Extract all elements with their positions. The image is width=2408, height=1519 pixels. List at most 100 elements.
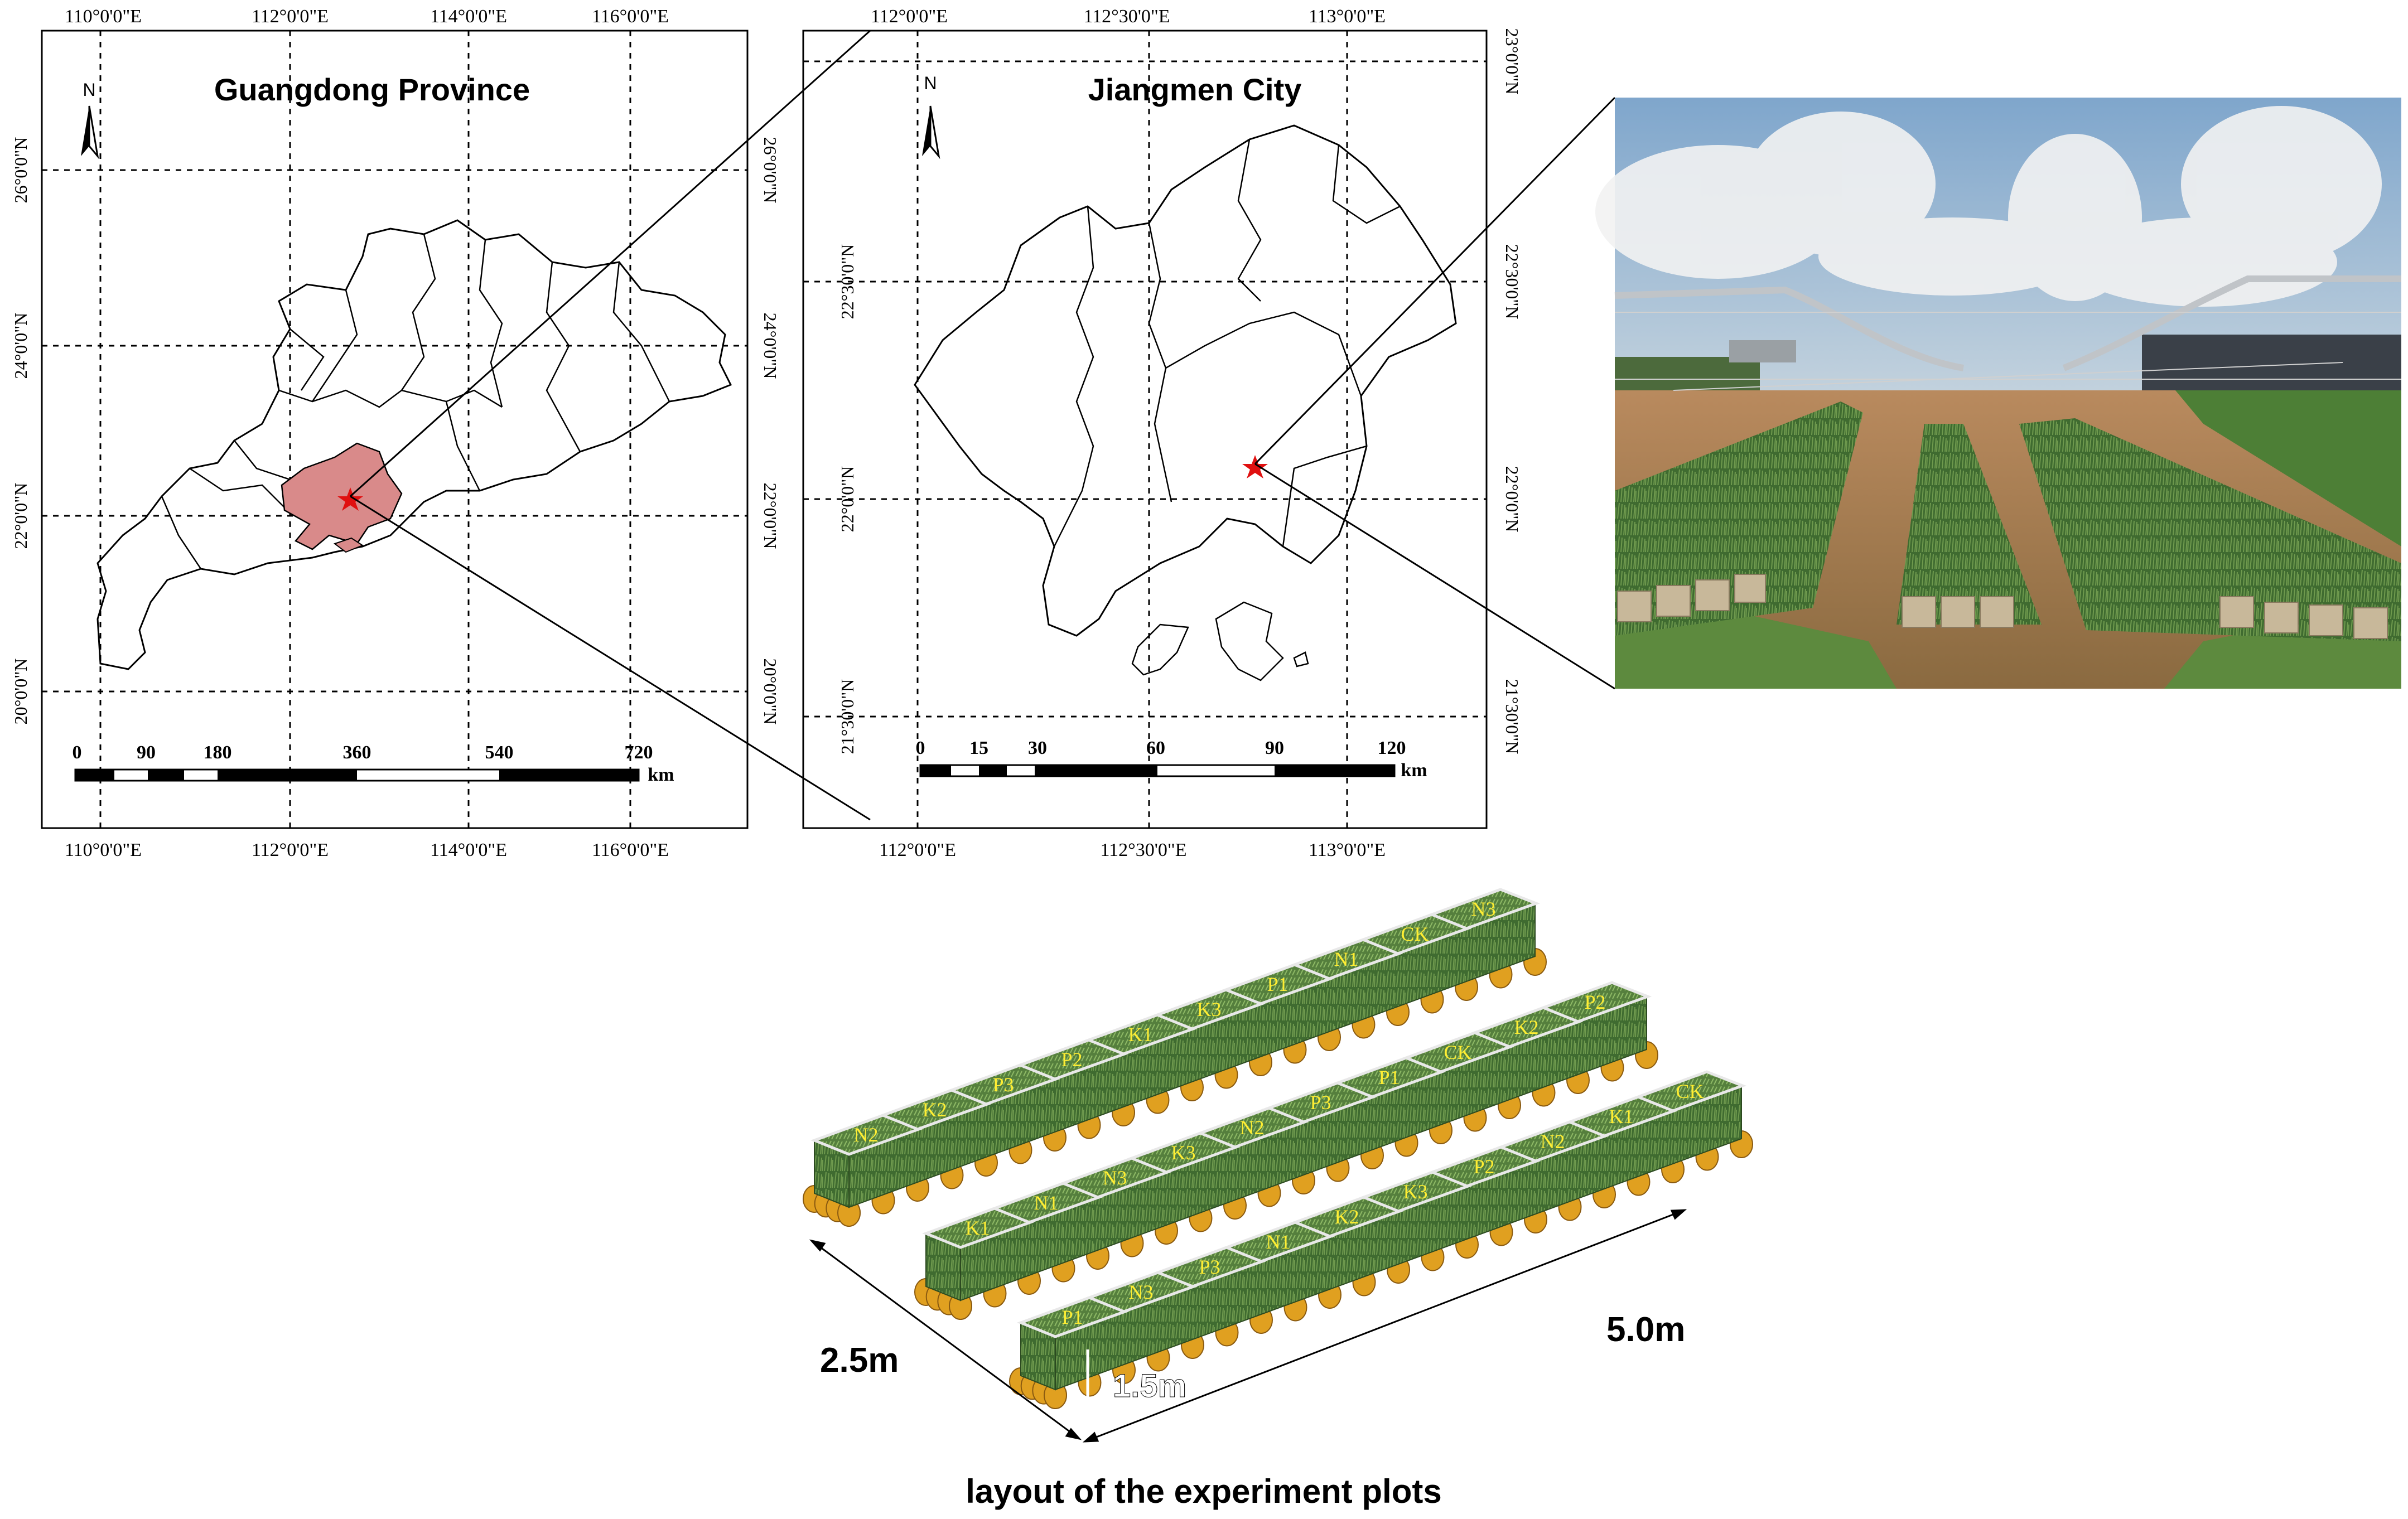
plot-label: K2 [1335, 1206, 1359, 1228]
plot-label: N2 [1541, 1130, 1565, 1153]
gd-right-label: 24°0'0"N [760, 313, 780, 379]
plot-label: P3 [1310, 1091, 1331, 1114]
jm-scale-tick: 60 [1146, 738, 1165, 758]
jm-right-label: 23°0'0"N [1502, 28, 1522, 95]
gd-right-label: 22°0'0"N [760, 483, 780, 549]
gd-left-label: 20°0'0"N [11, 659, 31, 725]
jm-scale-tick: 90 [1265, 738, 1284, 758]
plot-label: N2 [854, 1124, 879, 1146]
north-arrow-icon: N [922, 73, 940, 159]
plot-label: N1 [1334, 948, 1359, 970]
jm-top-label: 113°0'0"E [1309, 6, 1386, 27]
plot-label: P1 [1267, 973, 1288, 995]
jiangmen-islands [1131, 601, 1309, 681]
plot-label: N1 [1266, 1231, 1291, 1253]
plot-label: K3 [1171, 1141, 1196, 1164]
jm-right-label: 22°30'0"N [1502, 244, 1522, 320]
plot-label: N3 [1471, 898, 1496, 920]
plot-label: P3 [992, 1073, 1014, 1096]
plot-label: N1 [1034, 1192, 1059, 1214]
plot-label: P1 [1378, 1066, 1400, 1089]
gd-bottom-label: 116°0'0"E [592, 840, 669, 860]
jiangmen-map-frame [802, 30, 1488, 829]
jiangmen-outline [914, 124, 1457, 637]
plot-label: N2 [1240, 1116, 1265, 1139]
jm-bottom-label: 112°0'0"E [879, 840, 956, 860]
zoom-connector-lines [349, 30, 1616, 821]
study-site-star [337, 487, 363, 511]
jm-top-label: 112°0'0"E [871, 6, 948, 27]
jm-top-label: 112°30'0"E [1083, 6, 1170, 27]
gd-top-label: 112°0'0"E [252, 6, 329, 27]
jiangmen-scale-bar: 0 15 30 60 90 120 km [916, 738, 1427, 781]
north-label: N [83, 80, 95, 100]
jm-left-label: 22°0'0"N [837, 466, 857, 533]
north-label: N [924, 73, 937, 93]
gd-left-label: 22°0'0"N [11, 483, 31, 549]
jm-scale-tick: 15 [969, 738, 988, 758]
guangdong-graticule [42, 31, 747, 828]
jiangmen-title: Jiangmen City [1088, 72, 1302, 107]
gd-left-label: 26°0'0"N [11, 137, 31, 204]
plot-label: K3 [1197, 998, 1222, 1020]
jm-scale-tick: 30 [1028, 738, 1047, 758]
jm-bottom-label: 113°0'0"E [1309, 840, 1386, 860]
plot-label: N3 [1129, 1281, 1154, 1303]
layout-caption: layout of the experiment plots [966, 1473, 1441, 1510]
plot-cell [1428, 888, 1541, 930]
plot-cell [1540, 981, 1652, 1023]
guangdong-city-borders [161, 234, 670, 569]
gd-scale-unit: km [648, 765, 674, 785]
plot-label: K1 [1128, 1023, 1153, 1046]
gd-bottom-label: 112°0'0"E [252, 840, 329, 860]
gd-top-label: 110°0'0"E [65, 6, 142, 27]
jiangmen-graticule [803, 31, 1487, 828]
plot-label: N3 [1103, 1167, 1127, 1189]
plot-label: P2 [1584, 991, 1605, 1013]
experiment-plot-layout: N2K2P3P2K1K3P1N1CKN3K1N1N3K3N2P3P1CKK2P2… [803, 888, 1753, 1409]
jm-left-label: 21°30'0"N [837, 679, 857, 754]
plot-cell [1634, 1070, 1747, 1112]
plot-label: P3 [1199, 1256, 1220, 1278]
guangdong-title: Guangdong Province [214, 72, 530, 107]
north-arrow-icon: N [81, 80, 99, 159]
jiangmen-county-borders [1053, 139, 1401, 547]
gd-top-label: 114°0'0"E [430, 6, 507, 27]
dimension-length-label: 5.0m [1606, 1310, 1685, 1349]
guangdong-map-frame [41, 30, 749, 829]
dimension-lines [809, 1209, 1687, 1443]
gd-bottom-label: 110°0'0"E [65, 840, 142, 860]
gd-scale-tick: 180 [204, 742, 232, 763]
dimension-height-label: 1.5m [1113, 1368, 1186, 1404]
jm-scale-tick: 0 [916, 738, 925, 758]
nursery-photo-icon [1595, 98, 2401, 689]
jm-right-label: 22°0'0"N [1502, 466, 1522, 533]
plot-label: P2 [1473, 1155, 1494, 1178]
plot-label: CK [1401, 923, 1429, 945]
guangdong-scale-bar: 0 90 180 360 540 720 km [73, 742, 674, 785]
plot-label: K1 [1609, 1105, 1634, 1128]
guangdong-map: N Guangdong Province 110°0'0"E 112°0'0"E… [11, 6, 780, 860]
gd-scale-tick: 540 [485, 742, 514, 763]
jm-right-label: 21°30'0"N [1502, 679, 1522, 754]
gd-scale-tick: 720 [625, 742, 653, 763]
plot-label: P1 [1061, 1306, 1083, 1328]
dimension-width-label: 2.5m [820, 1341, 899, 1380]
plot-label: K1 [966, 1217, 990, 1239]
guangdong-outline [96, 219, 732, 670]
jm-bottom-label: 112°30'0"E [1100, 840, 1186, 860]
gd-scale-tick: 90 [137, 742, 156, 763]
plot-label: CK [1444, 1041, 1471, 1063]
gd-bottom-label: 114°0'0"E [430, 840, 507, 860]
jm-left-label: 22°30'0"N [837, 244, 857, 320]
plot-label: CK [1676, 1080, 1704, 1102]
gd-top-label: 116°0'0"E [592, 6, 669, 27]
gd-left-label: 24°0'0"N [11, 313, 31, 379]
plot-label: K2 [1514, 1016, 1539, 1038]
jm-scale-tick: 120 [1378, 738, 1406, 758]
gd-right-label: 26°0'0"N [760, 137, 780, 204]
jiangmen-map: N Jiangmen City 112°0'0"E 112°30'0"E 113… [802, 6, 1522, 860]
